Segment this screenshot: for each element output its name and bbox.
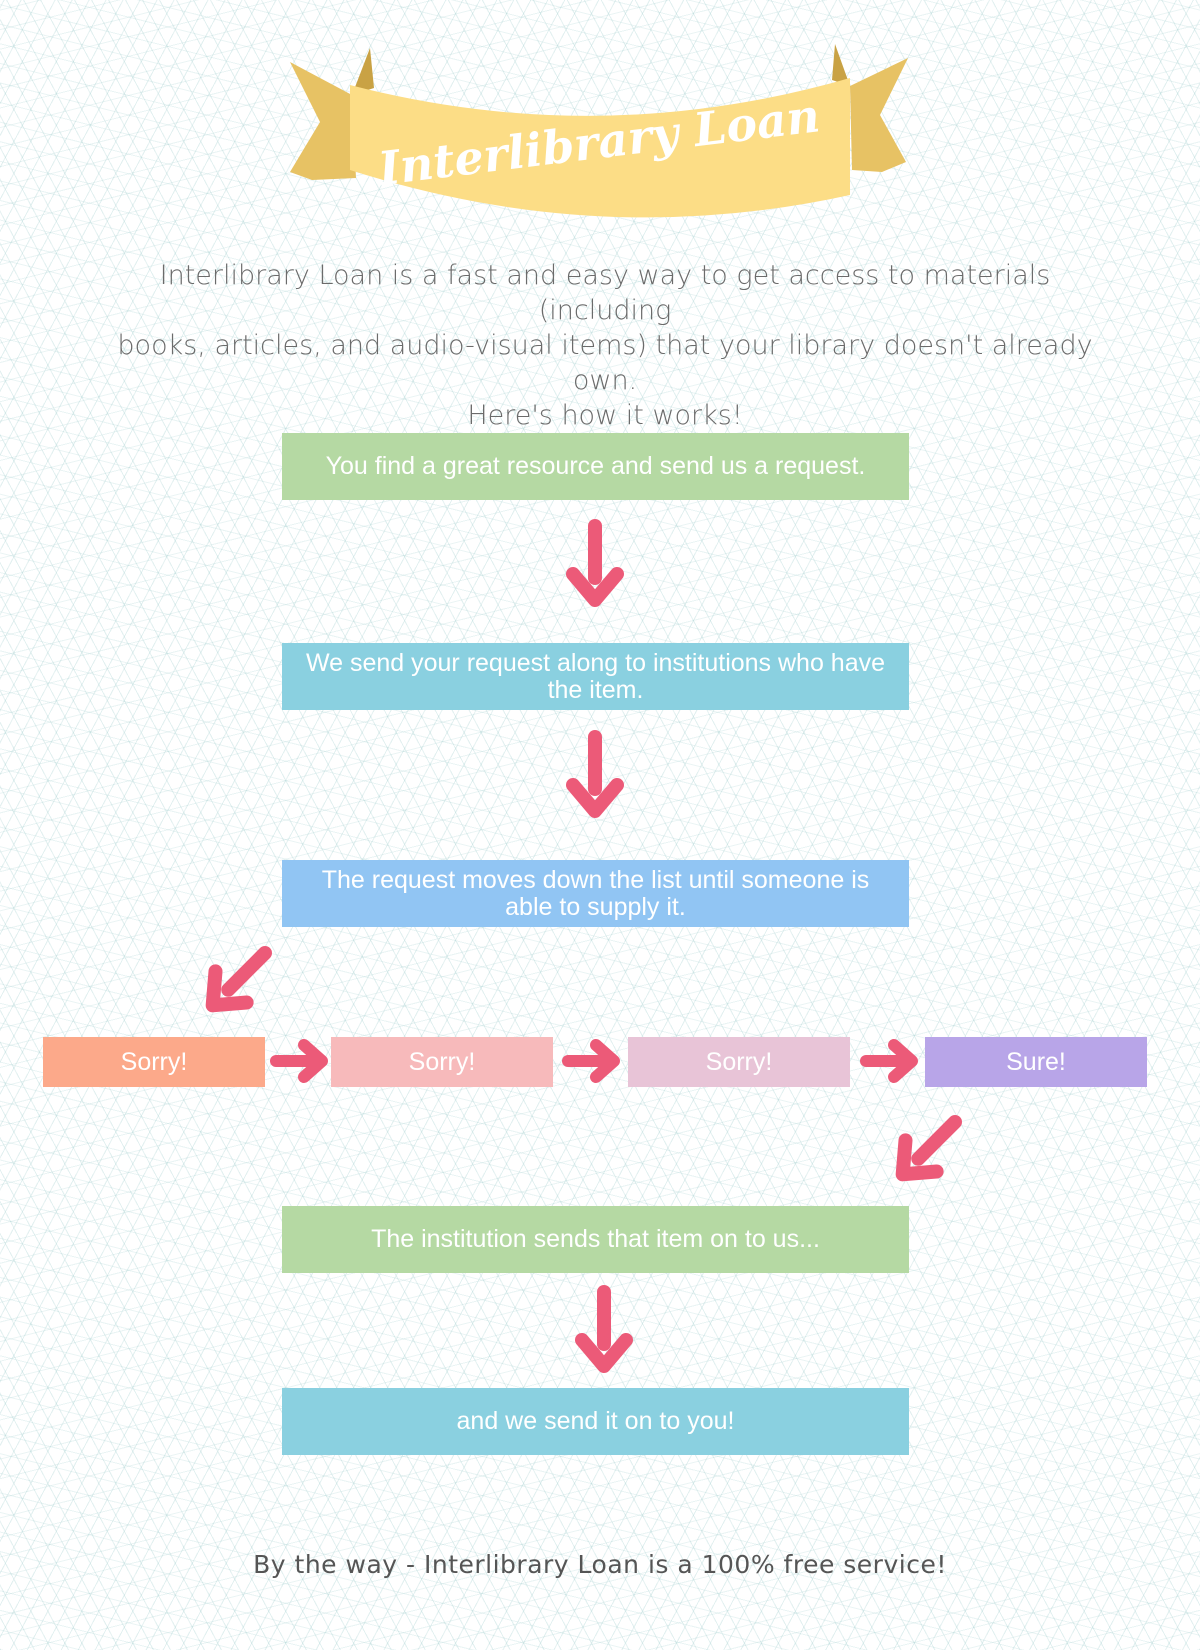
step-request-box: You find a great resource and send us a … bbox=[282, 433, 909, 500]
step-deliver-box: and we send it on to you! bbox=[282, 1388, 909, 1455]
step-forward-box: We send your request along to institutio… bbox=[282, 643, 909, 710]
response-sorry-3: Sorry! bbox=[628, 1037, 850, 1087]
arrow-diag-return bbox=[895, 1115, 962, 1182]
arrow-right-2 bbox=[562, 1039, 620, 1083]
response-sorry-1: Sorry! bbox=[43, 1037, 265, 1087]
ribbon-right-fold bbox=[832, 44, 850, 86]
response-sure: Sure! bbox=[925, 1037, 1147, 1087]
ribbon-left-tail bbox=[290, 62, 356, 180]
arrow-down-1 bbox=[566, 519, 624, 607]
ribbon-left-fold bbox=[352, 48, 374, 95]
step-list-box: The request moves down the list until so… bbox=[282, 860, 909, 927]
arrow-diag-left bbox=[205, 946, 272, 1013]
intro-line: books, articles, and audio-visual items)… bbox=[117, 330, 1093, 396]
arrow-down-3 bbox=[575, 1285, 633, 1373]
intro-line: Interlibrary Loan is a fast and easy way… bbox=[159, 260, 1051, 326]
arrow-down-2 bbox=[566, 730, 624, 818]
intro-text: Interlibrary Loan is a fast and easy way… bbox=[90, 258, 1120, 433]
footer-note: By the way - Interlibrary Loan is a 100%… bbox=[253, 1550, 947, 1579]
step-institution-box: The institution sends that item on to us… bbox=[282, 1206, 909, 1273]
intro-line: Here's how it works! bbox=[467, 400, 743, 431]
ribbon-right-tail bbox=[850, 58, 908, 172]
arrow-right-1 bbox=[270, 1039, 328, 1083]
ribbon-front bbox=[350, 78, 850, 218]
arrow-right-3 bbox=[860, 1039, 918, 1083]
ribbon-banner: Interlibrary Loan bbox=[290, 44, 908, 218]
response-sorry-2: Sorry! bbox=[331, 1037, 553, 1087]
